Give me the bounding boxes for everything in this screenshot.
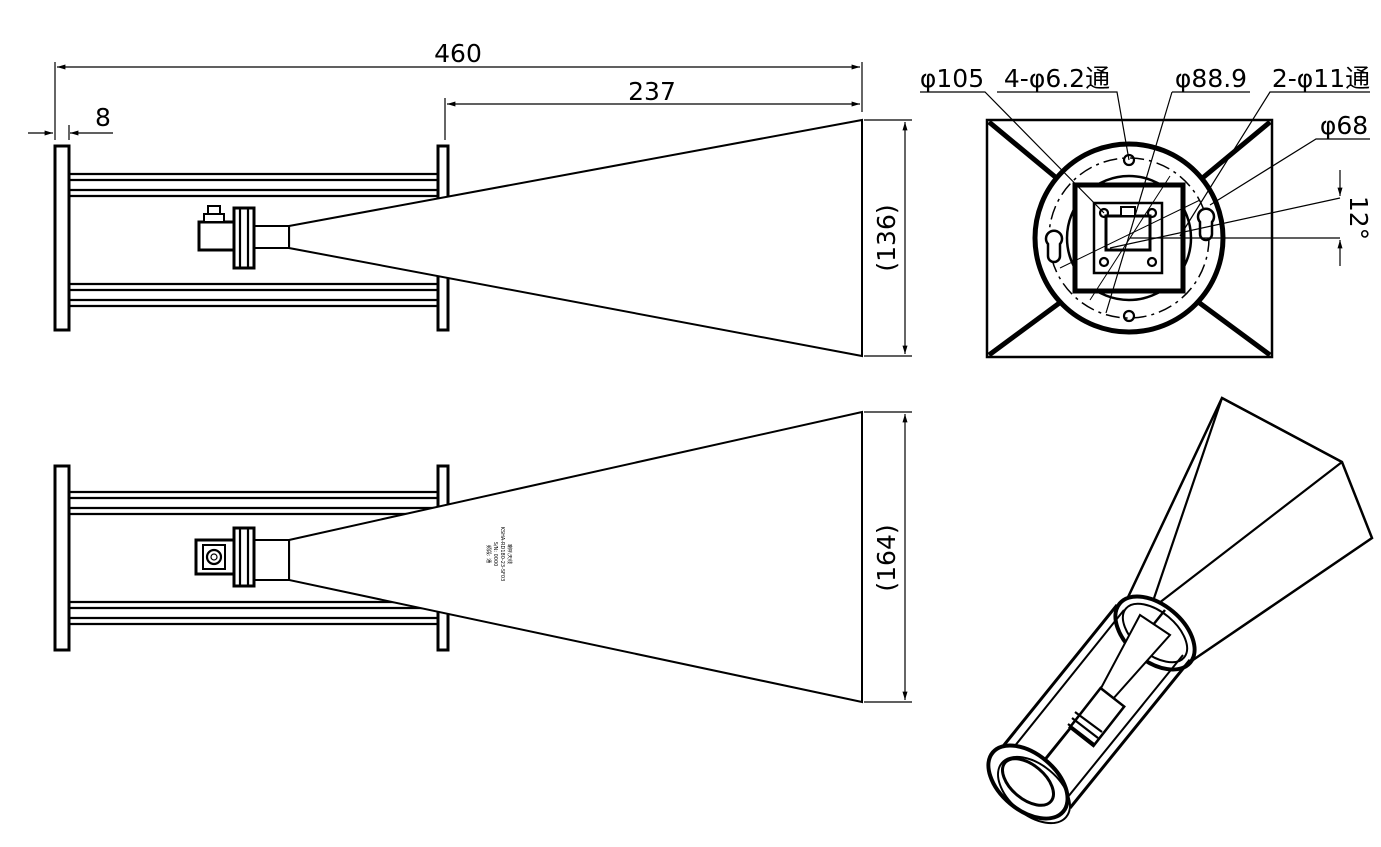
- dim-237-label: 237: [628, 77, 676, 106]
- dim-164-label: (164): [872, 524, 901, 591]
- support-rods: [69, 172, 438, 308]
- nameplate-line-3: S/N: 0000: [492, 542, 498, 567]
- dim-slot-holes-label: 2-φ11通: [1272, 64, 1370, 93]
- dim-overall-length: 460: [54, 39, 863, 140]
- horn-body-b: [288, 410, 863, 704]
- dim-460-label: 460: [434, 39, 482, 68]
- dim-mount-holes-label: 4-φ6.2通: [1004, 64, 1110, 93]
- keyhole-slot-right: [1196, 207, 1216, 242]
- isometric-view: [986, 396, 1374, 825]
- dim-horn-length: 237: [444, 77, 860, 140]
- dim-aperture-height: (136): [864, 119, 912, 357]
- dim-angle-label: 12°: [1344, 196, 1373, 240]
- dim-aperture-width: (164): [864, 411, 912, 703]
- dim-8-label: 8: [95, 103, 111, 132]
- dim-phi68-label: φ68: [1320, 111, 1368, 140]
- end-view: φ105 4-φ6.2通 φ88.9 2-φ11通 φ68 12°: [920, 64, 1373, 359]
- iso-feed: [1068, 686, 1126, 748]
- dim-flange-thickness: 8: [28, 103, 113, 140]
- waveguide-feed-b: [194, 526, 290, 588]
- rear-flange-b: [53, 464, 71, 652]
- nameplate-line-4: 频段: 通: [485, 545, 492, 563]
- nameplate-line-1: 喇叭天线: [506, 544, 513, 564]
- keyhole-slot-left: [1044, 229, 1064, 264]
- side-view-top: 460 237 8: [28, 39, 912, 358]
- rear-flange: [53, 144, 71, 332]
- horn-body: [288, 118, 863, 358]
- dim-136-label: (136): [872, 204, 901, 271]
- side-view-bottom: 喇叭天线 KSHA-RD180-23-SF03 S/N: 0000 频段: 通 …: [53, 410, 912, 704]
- support-rods-b: [69, 490, 438, 626]
- waveguide-feed: [197, 205, 290, 270]
- dim-phi88-label: φ88.9: [1175, 64, 1247, 93]
- nameplate-line-2: KSHA-RD180-23-SF03: [499, 527, 505, 582]
- dim-phi105-label: φ105: [920, 64, 984, 93]
- nameplate: 喇叭天线 KSHA-RD180-23-SF03 S/N: 0000 频段: 通: [485, 527, 513, 582]
